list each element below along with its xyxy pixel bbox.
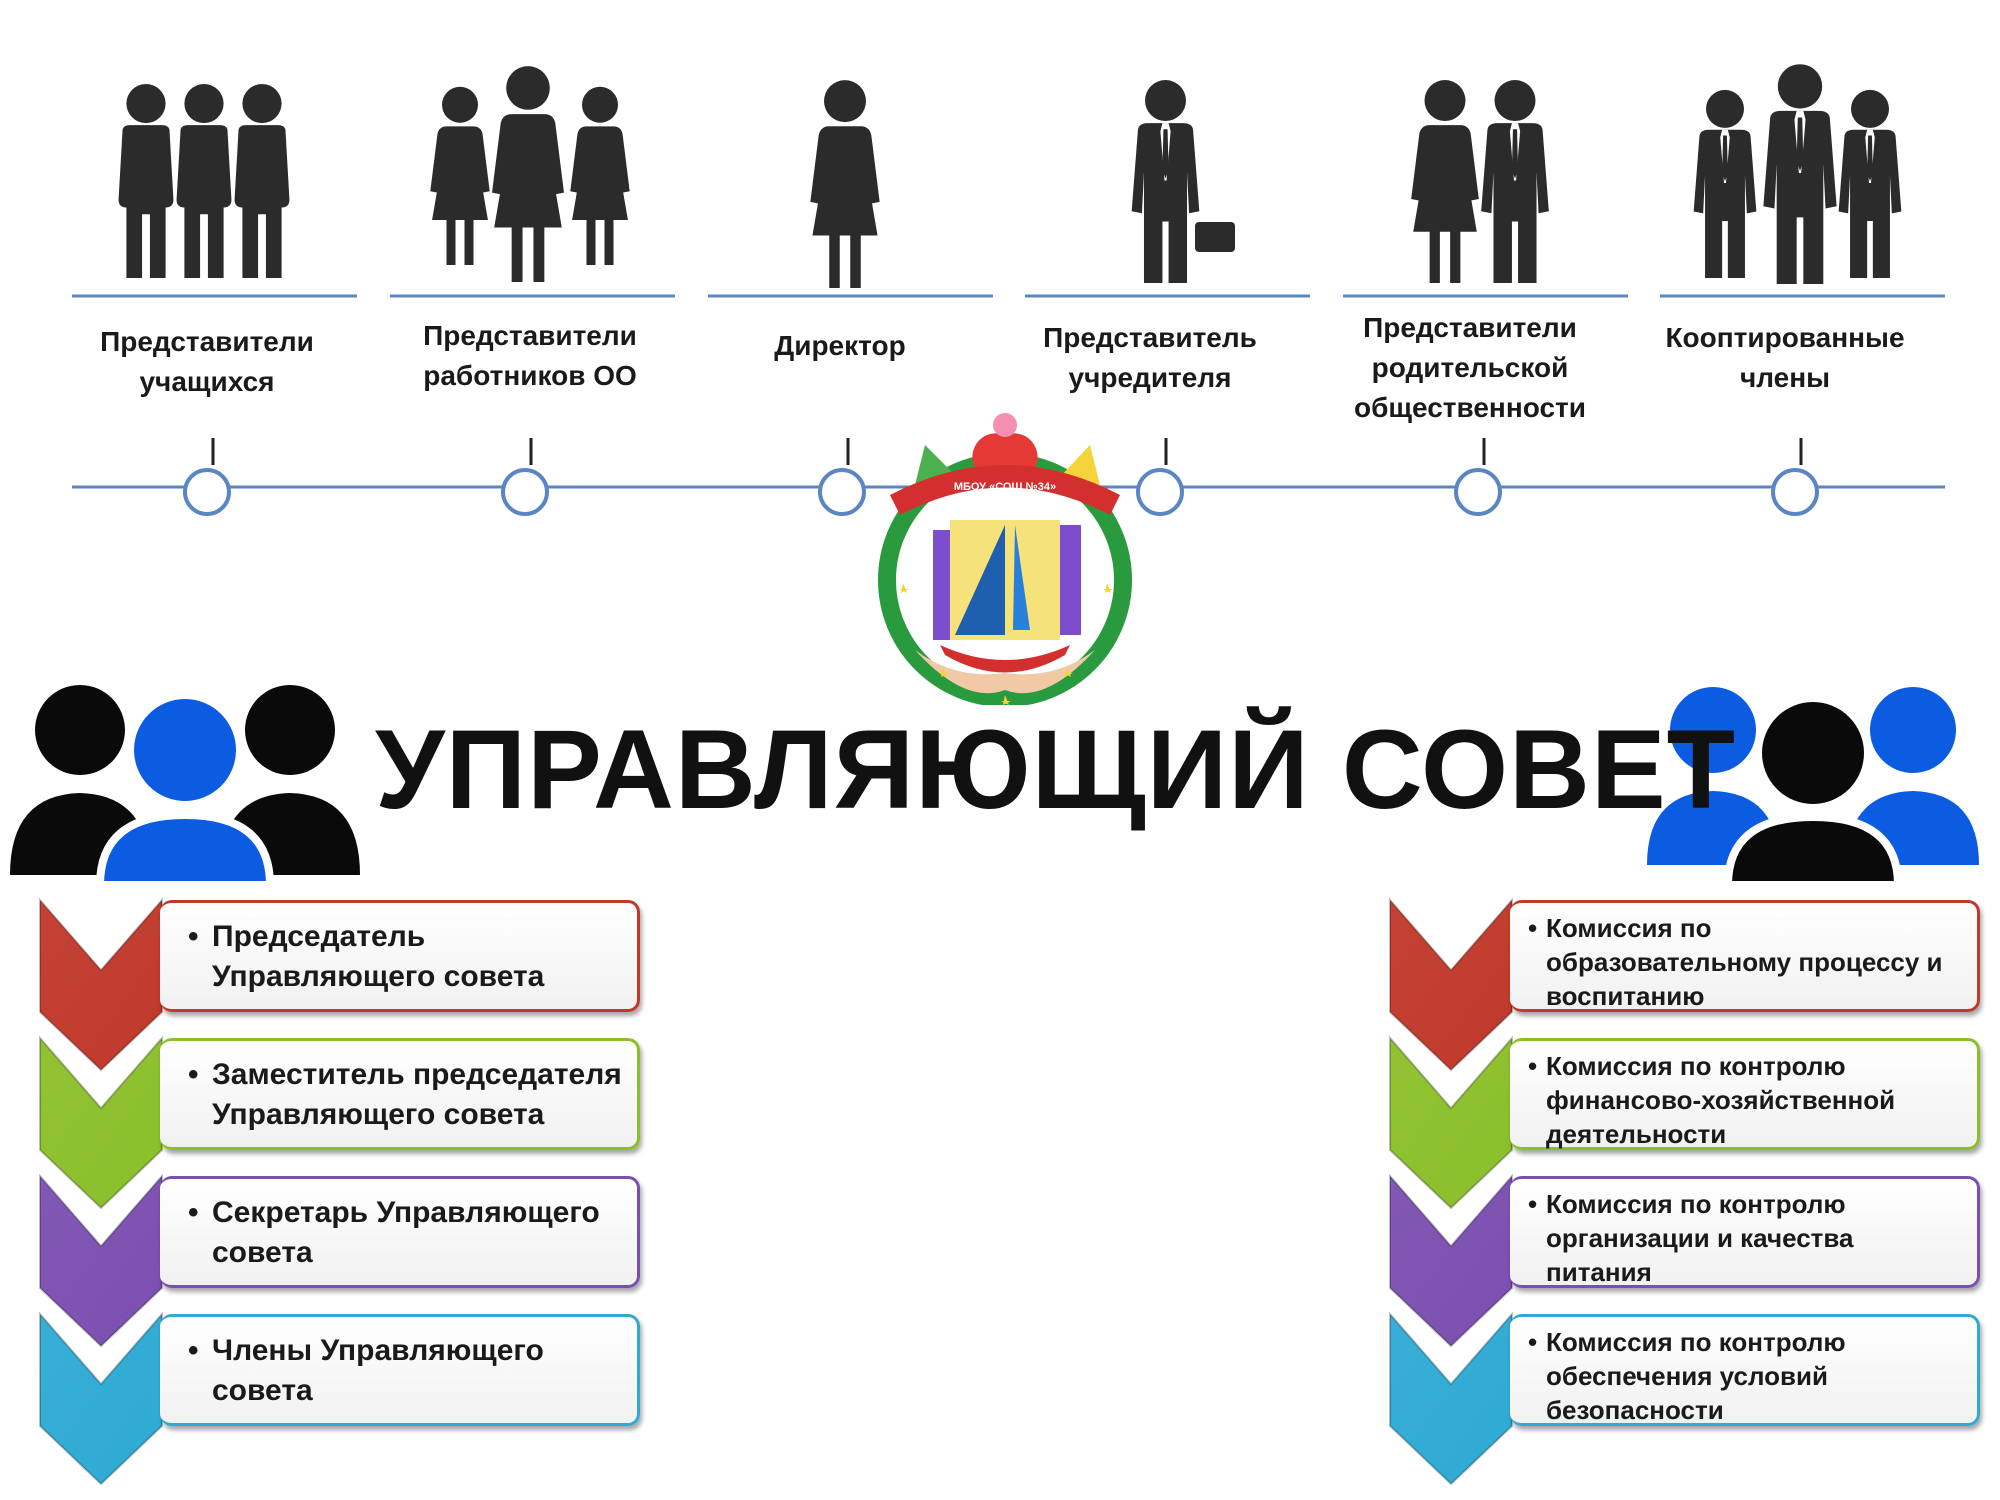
logo-ribbon-text: МБОУ «СОШ №34» [954,481,1056,493]
timeline-node [501,468,549,516]
chevron-arrow-icon [1389,1311,1513,1486]
briefcase-icon [1195,222,1235,252]
school-logo-icon: МБОУ «СОШ №34» [878,413,1132,705]
chevron-arrow-icon [1389,1035,1513,1210]
timeline-node [1454,468,1502,516]
chevron-arrow-icon [39,1035,163,1210]
timeline-node [818,468,866,516]
timeline-node [1771,468,1819,516]
timeline-node [1136,468,1184,516]
chevron-arrow-icon [1389,1173,1513,1348]
group-label: Директор [774,330,906,361]
page-title: УПРАВЛЯЮЩИЙ СОВЕТ [375,707,1737,832]
chevron-arrow-icon [39,1173,163,1348]
group-left-icon [10,685,360,885]
chevron-arrow-icon [39,897,163,1072]
right-item-box: Комиссия по контролюфинансово-хозяйствен… [1510,1038,1980,1150]
chevron-arrow-icon [39,1311,163,1486]
timeline-node [183,468,231,516]
chevron-arrow-icon [1389,897,1513,1072]
group-right-icon [1647,687,1979,885]
right-item-text: Комиссия по контролюфинансово-хозяйствен… [1528,1049,1967,1151]
